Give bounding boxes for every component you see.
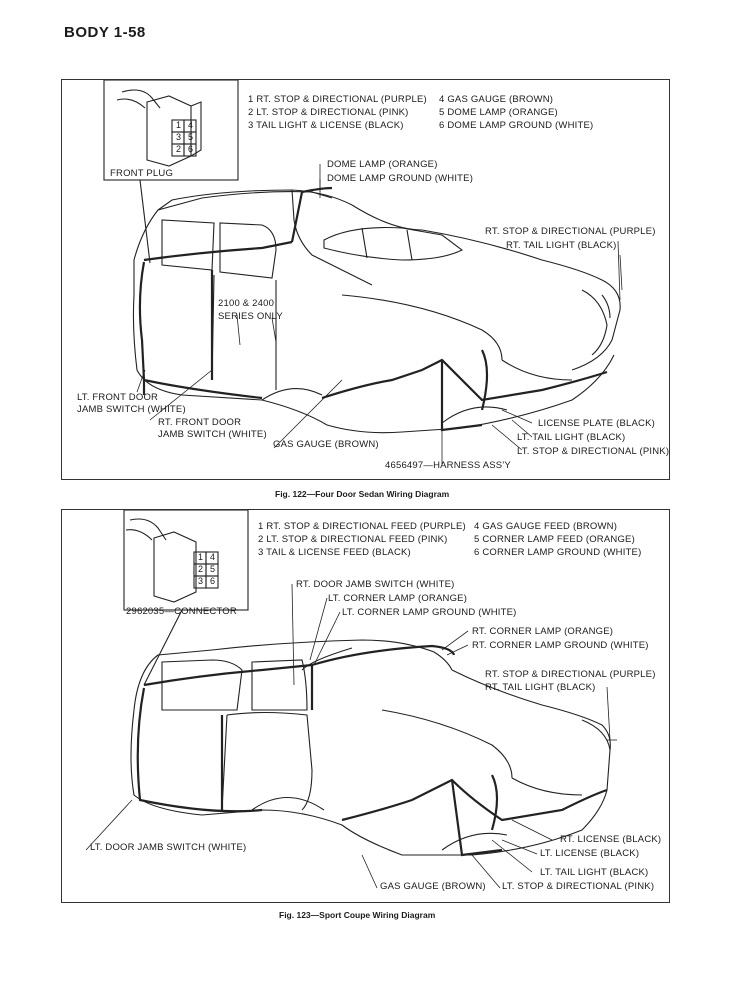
connector-inset	[123, 510, 249, 611]
rt-tail-label: RT. TAIL LIGHT (BLACK)	[506, 240, 617, 251]
legend-item: 4 GAS GAUGE (BROWN)	[439, 94, 554, 105]
gas-gauge-label: GAS GAUGE (BROWN)	[273, 439, 379, 450]
plug-pin-label: 4	[188, 120, 194, 130]
license-plate-label: LICENSE PLATE (BLACK)	[538, 418, 656, 429]
lt-tail-label: LT. TAIL LIGHT (BLACK)	[540, 867, 649, 878]
legend-item: 2 LT. STOP & DIRECTIONAL (PINK)	[248, 107, 409, 118]
fig123-panel: 1 RT. STOP & DIRECTIONAL FEED (PURPLE) 2…	[61, 509, 670, 903]
lt-license-label: LT. LICENSE (BLACK)	[540, 848, 640, 859]
lt-stop-label: LT. STOP & DIRECTIONAL (PINK)	[517, 446, 670, 457]
lt-stop-label: LT. STOP & DIRECTIONAL (PINK)	[502, 881, 655, 892]
legend-item: 2 LT. STOP & DIRECTIONAL FEED (PINK)	[258, 534, 448, 545]
front-plug-icon	[116, 89, 202, 167]
lt-tail-label: LT. TAIL LIGHT (BLACK)	[517, 432, 626, 443]
lt-corner-lamp-label: LT. CORNER LAMP (ORANGE)	[328, 593, 468, 604]
connector-pin-label: 5	[210, 564, 216, 574]
lt-door-jamb-label: LT. DOOR JAMB SWITCH (WHITE)	[90, 842, 247, 853]
legend-item: 1 RT. STOP & DIRECTIONAL (PURPLE)	[248, 94, 427, 105]
series-label-line1: 2100 & 2400	[218, 298, 275, 309]
rt-stop-label: RT. STOP & DIRECTIONAL (PURPLE)	[485, 226, 656, 237]
plug-pin-label: 3	[176, 132, 182, 142]
connector-pin-label: 4	[210, 552, 216, 562]
plug-pin-label: 2	[176, 144, 182, 154]
dome-lamp-label: DOME LAMP (ORANGE)	[327, 159, 438, 170]
legend-item: 3 TAIL & LICENSE FEED (BLACK)	[258, 547, 411, 558]
legend-item: 5 CORNER LAMP FEED (ORANGE)	[474, 534, 635, 545]
dome-lamp-ground-label: DOME LAMP GROUND (WHITE)	[327, 173, 474, 184]
rt-front-door-label-line2: JAMB SWITCH (WHITE)	[158, 429, 267, 440]
harness-label: 4656497—HARNESS ASS'Y	[385, 460, 511, 471]
fig122-caption: Fig. 122—Four Door Sedan Wiring Diagram	[275, 489, 450, 499]
front-plug-label: FRONT PLUG	[110, 168, 174, 179]
connector-pin-label: 1	[198, 552, 204, 562]
connector-pin-label: 2	[198, 564, 204, 574]
fig123-caption: Fig. 123—Sport Coupe Wiring Diagram	[279, 910, 436, 920]
plug-pin-label: 1	[176, 120, 182, 130]
rt-corner-lamp-label: RT. CORNER LAMP (ORANGE)	[472, 626, 614, 637]
legend-item: 6 DOME LAMP GROUND (WHITE)	[439, 120, 594, 131]
rt-front-door-label-line1: RT. FRONT DOOR	[158, 417, 242, 428]
legend-item: 3 TAIL LIGHT & LICENSE (BLACK)	[248, 120, 404, 131]
front-plug-inset	[103, 80, 239, 181]
series-label-line2: SERIES ONLY	[218, 311, 283, 322]
connector-pin-label: 3	[198, 576, 204, 586]
connector-icon	[125, 518, 219, 603]
rt-license-label: RT. LICENSE (BLACK)	[560, 834, 662, 845]
rt-stop-label: RT. STOP & DIRECTIONAL (PURPLE)	[485, 669, 656, 680]
lt-front-door-label-line2: JAMB SWITCH (WHITE)	[77, 404, 186, 415]
legend-item: 6 CORNER LAMP GROUND (WHITE)	[474, 547, 642, 558]
legend-item: 5 DOME LAMP (ORANGE)	[439, 107, 558, 118]
sedan-wiring-drawing	[103, 80, 623, 464]
gas-gauge-label: GAS GAUGE (BROWN)	[380, 881, 486, 892]
coupe-harness	[136, 644, 608, 857]
plug-pin-label: 5	[188, 132, 194, 142]
page-header: BODY 1-58	[64, 24, 146, 41]
rt-door-jamb-label: RT. DOOR JAMB SWITCH (WHITE)	[296, 579, 455, 590]
rt-tail-label: RT. TAIL LIGHT (BLACK)	[485, 682, 596, 693]
legend-item: 1 RT. STOP & DIRECTIONAL FEED (PURPLE)	[258, 521, 466, 532]
lt-corner-ground-label: LT. CORNER LAMP GROUND (WHITE)	[342, 607, 517, 618]
lt-front-door-label-line1: LT. FRONT DOOR	[77, 392, 159, 403]
connector-pin-label: 6	[210, 576, 216, 586]
sedan-body-outline	[132, 189, 621, 434]
fig122-panel: 1 RT. STOP & DIRECTIONAL (PURPLE) 2 LT. …	[61, 79, 670, 480]
sedan-harness	[138, 186, 608, 432]
coupe-wiring-drawing	[85, 510, 617, 889]
connector-label: 2962035—CONNECTOR	[126, 606, 237, 617]
plug-pin-label: 6	[188, 144, 194, 154]
rt-corner-ground-label: RT. CORNER LAMP GROUND (WHITE)	[472, 640, 649, 651]
legend-item: 4 GAS GAUGE FEED (BROWN)	[474, 521, 618, 532]
